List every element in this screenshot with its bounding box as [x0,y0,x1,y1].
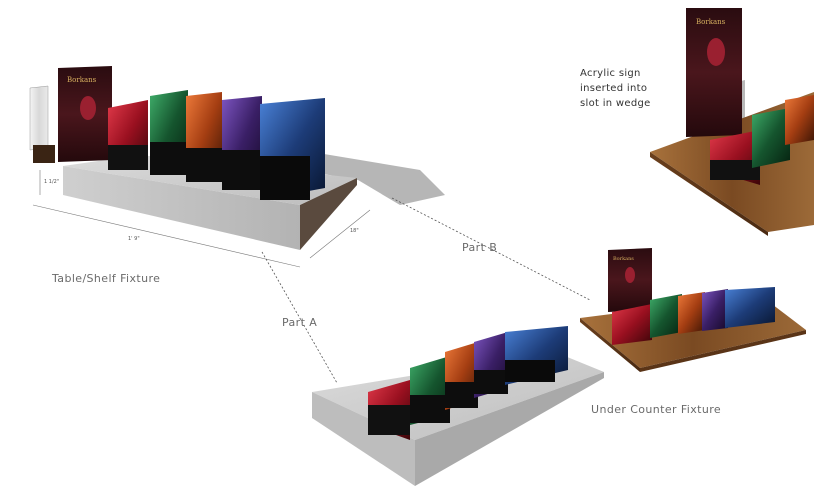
wood-b-side [640,330,806,372]
length-dim-line [32,204,301,268]
part-b-label: Part B [462,241,498,254]
under-counter-fixture-a [312,326,604,486]
box-purple-1 [222,96,262,190]
sign-glass-icon [80,96,96,120]
acrylic-note-line-1: Acrylic sign [580,68,641,79]
acrylic-note-line-3: slot in wedge [580,98,651,109]
sign-c-logo: Borkans [696,18,726,26]
wedge-a-side [415,372,604,486]
sign-b-logo: Borkans [613,256,634,262]
box-red-b [612,304,652,345]
box-orange-c [785,95,814,145]
sign-c [686,8,742,137]
acrylic-sign-note: Acrylic sign inserted into slot in wedge [580,66,651,111]
box-red-a [368,380,410,440]
box-orange-b [678,292,705,334]
wood-display-closeup: Borkans [650,8,814,236]
wedge-a-front [312,392,415,486]
sign-logo: Borkans [67,76,97,84]
box-green-c [752,108,790,168]
box-green-b [650,294,682,338]
depth-dim-line [309,209,371,259]
part-b-connector [391,197,591,301]
box-orange-1 [186,92,222,182]
box-purple-a [474,332,508,398]
glass-case-base [33,145,55,163]
box-blue-b [725,287,775,328]
part-a-connector [261,251,338,384]
length-dim-label: 1' 9" [128,236,140,242]
box-blue-a [505,326,568,385]
wood-display-b: Borkans [580,248,806,372]
table-shelf-fixture-label: Table/Shelf Fixture [52,272,161,285]
part-a-label: Part A [282,316,318,329]
sign-c-glass-icon [707,38,725,66]
box-purple-b [702,289,728,331]
under-counter-fixture-label: Under Counter Fixture [591,403,722,416]
depth-dim-label: 18" [350,228,359,234]
box-red-c [710,130,760,185]
box-blue-1 [260,98,325,200]
acrylic-note-line-2: inserted into [580,83,648,94]
box-green-a [410,356,450,425]
wood-b-front [580,318,640,372]
fixture-shadow [300,150,445,205]
wood-c-side [650,152,768,236]
table-shelf-fixture: 1 1/2" 1' 9" 18" Borkans [29,66,445,268]
box-green-1 [150,90,188,175]
sign-b-glass-icon [625,267,635,283]
box-orange-a [445,342,478,410]
box-red-1 [108,100,148,170]
base-front [63,166,300,250]
base-side [300,178,357,250]
height-dim-label: 1 1/2" [44,179,59,185]
